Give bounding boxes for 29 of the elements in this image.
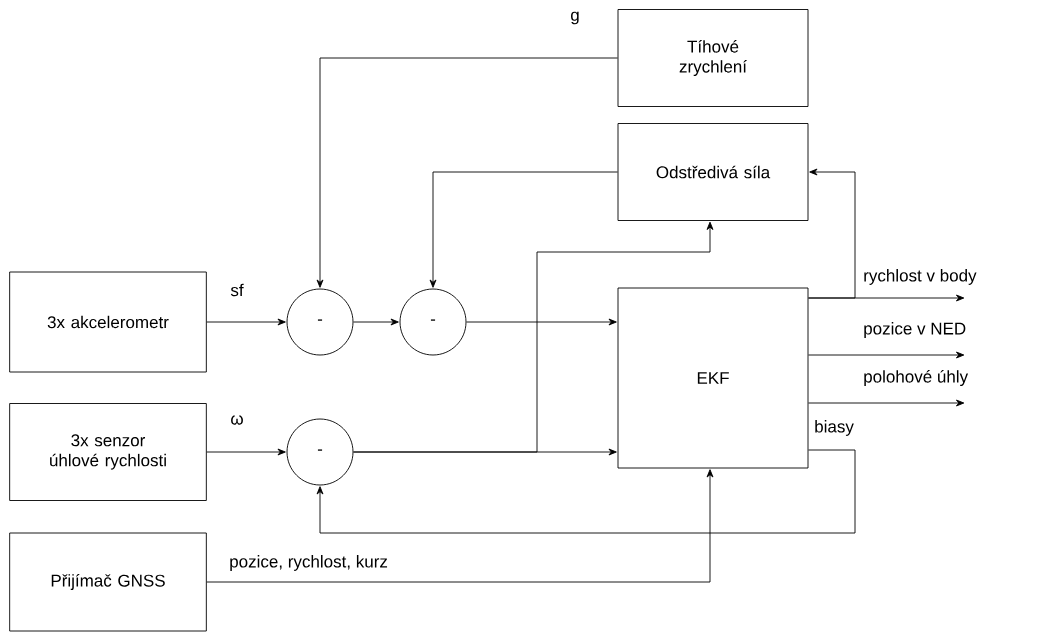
arrow	[206, 448, 286, 456]
edge-label: g	[569, 10, 581, 26]
arrow	[808, 351, 965, 359]
edge-label: rychlost v body	[862, 268, 978, 286]
arrow	[466, 318, 617, 326]
block-box: 3x senzor úhlové rychlosti	[9, 403, 207, 501]
arrow	[206, 469, 714, 583]
summing-junction: -	[286, 288, 354, 356]
summing-junction: -	[286, 418, 354, 486]
arrow	[353, 318, 399, 326]
block-box: Přijímač GNSS	[9, 532, 207, 632]
edge-label: ω	[229, 414, 245, 426]
block-box: EKF	[617, 287, 809, 469]
edge-label: biasy	[813, 419, 855, 437]
summing-junction: -	[399, 288, 467, 356]
edge-label: polohové úhly	[862, 369, 970, 388]
arrow	[206, 318, 286, 326]
block-box: 3x akcelerometr	[9, 271, 207, 373]
block-box: Tíhové zrychlení	[617, 9, 809, 107]
arrow	[808, 399, 965, 407]
arrow	[429, 171, 618, 288]
block-box: Odstředivá síla	[617, 123, 809, 221]
arrow	[808, 168, 856, 299]
edge-label: pozice v NED	[862, 321, 968, 339]
arrow	[316, 57, 618, 288]
edge-label: sf	[229, 282, 245, 298]
arrow	[353, 221, 714, 453]
edge-label: pozice, rychlost, kurz	[228, 554, 389, 572]
arrow	[316, 449, 856, 534]
